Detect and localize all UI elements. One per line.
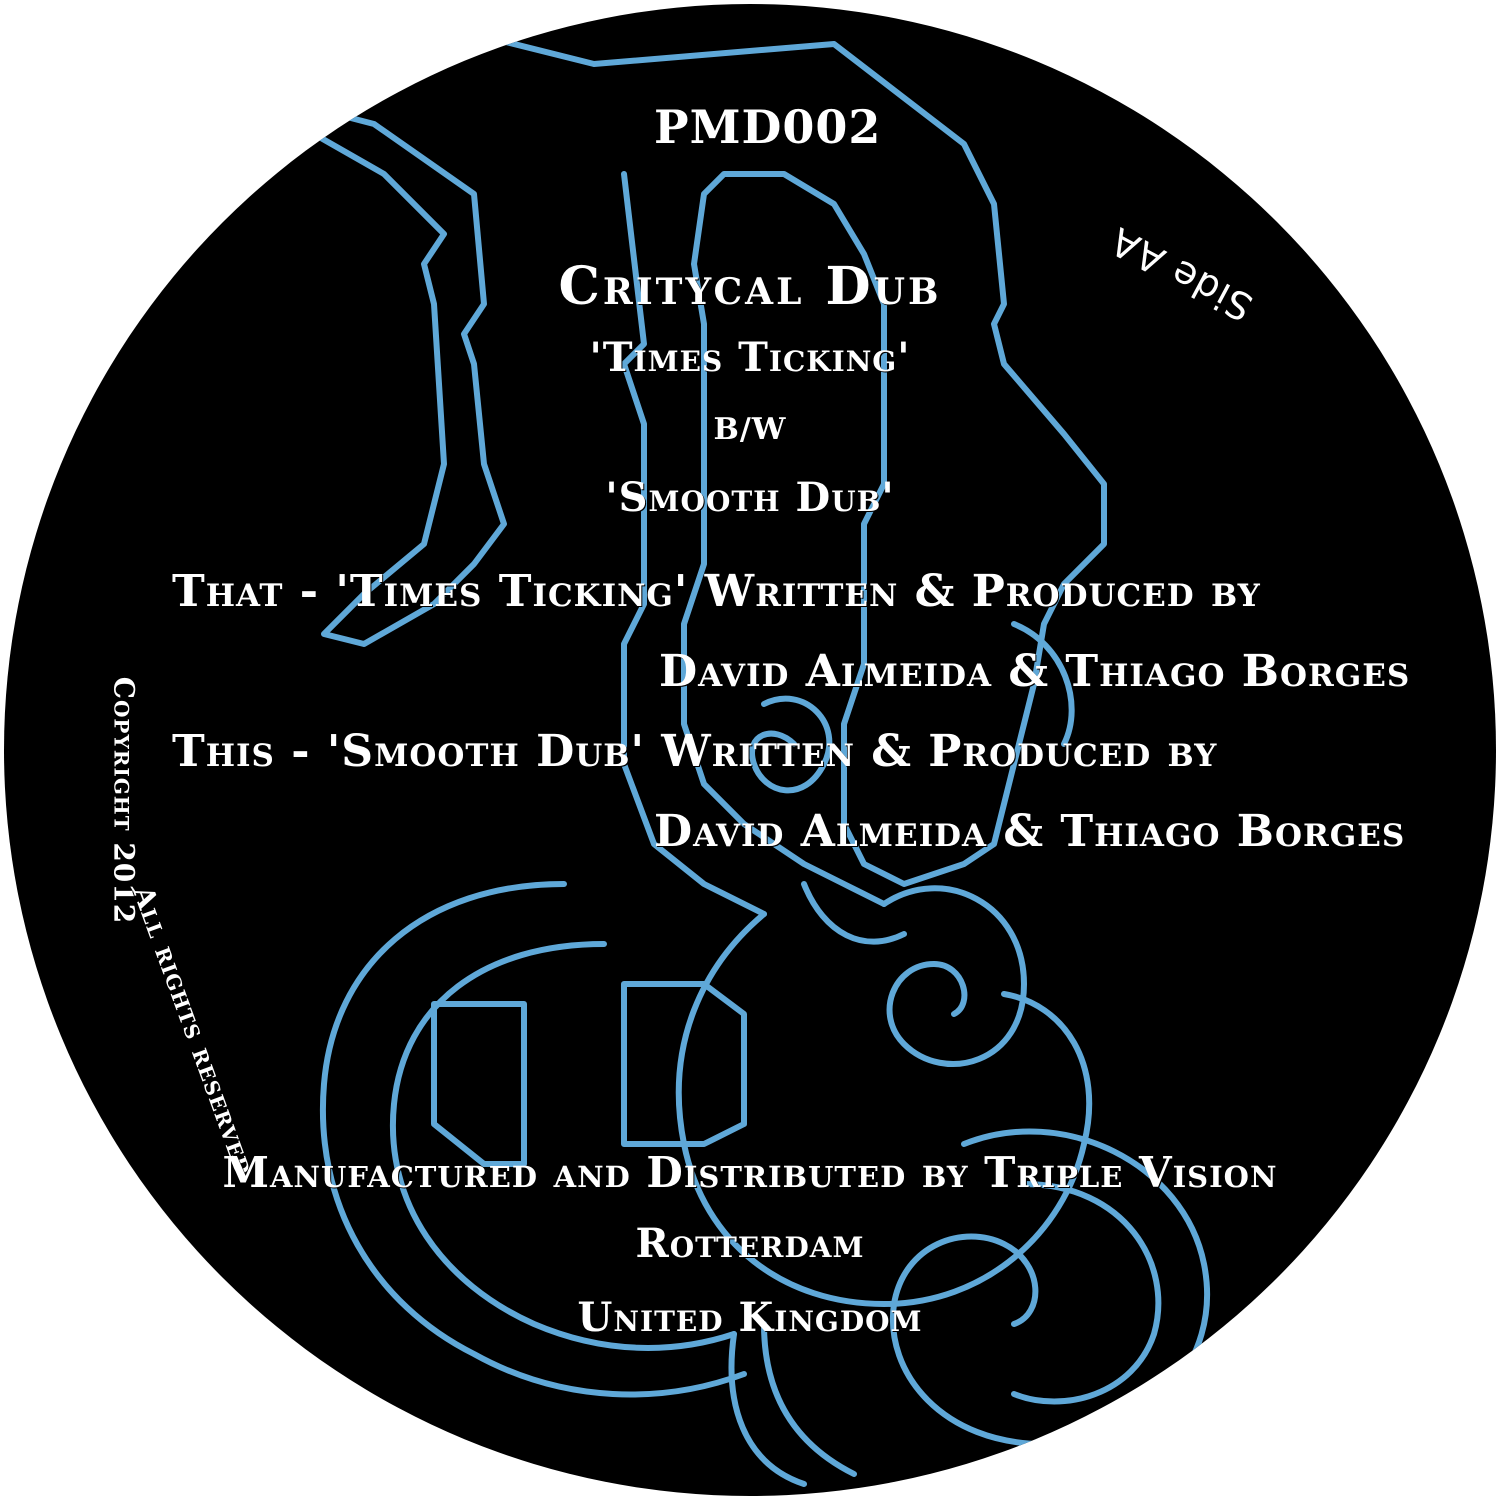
country-text: United Kingdom [577, 1294, 923, 1341]
monogram-logo-icon [61, 31, 1211, 1487]
credit-line-2: This - 'Smooth Dub' Written & Produced b… [172, 726, 1218, 777]
credit-names-1: David Almeida & Thiago Borges [659, 646, 1411, 697]
artist-name: Critycal Dub [558, 256, 942, 317]
track-title-a: 'Times Ticking' [589, 334, 911, 381]
record-label: PMD002 Side AA Critycal Dub 'Times Ticki… [4, 4, 1496, 1496]
catalog-number: PMD002 [654, 100, 882, 154]
backed-with: B/W [713, 412, 787, 447]
manufacturer-text: Manufactured and Distributed by Triple V… [222, 1148, 1278, 1197]
city-text: Rotterdam [635, 1220, 865, 1267]
credit-line-1: That - 'Times Ticking' Written & Produce… [172, 566, 1261, 617]
track-title-b: 'Smooth Dub' [605, 474, 895, 521]
credit-names-2: David Almeida & Thiago Borges [654, 806, 1406, 857]
